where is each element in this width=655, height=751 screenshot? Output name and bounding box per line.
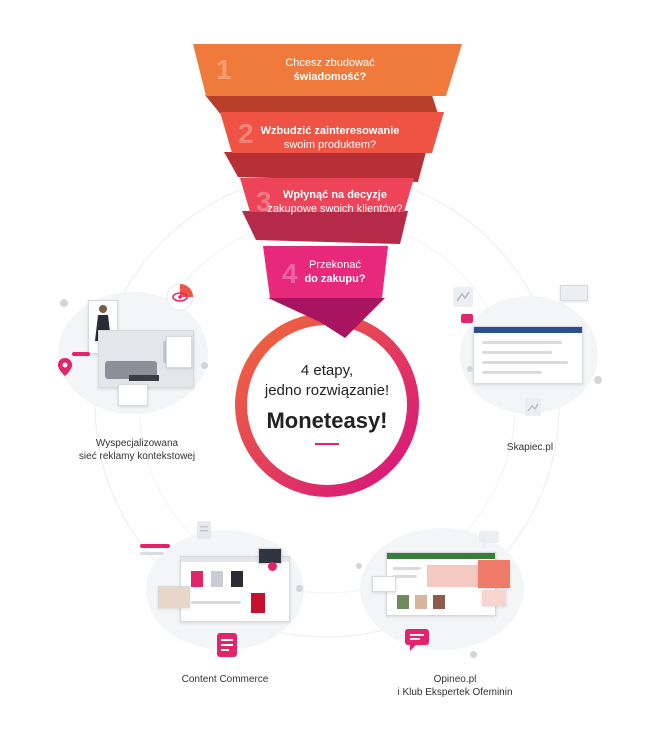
bottom-right-node-thumb-1: [397, 595, 409, 609]
right-node-row-4: [482, 371, 542, 374]
funnel-step-2-line1: Wzbudzić zainteresowanie: [260, 125, 400, 137]
document-icon: [216, 632, 238, 658]
funnel-step-3-band: [240, 178, 414, 212]
right-node-doc-icon: [523, 397, 543, 417]
funnel-step-1-band: [193, 44, 462, 96]
bottom-right-node-thumb-2: [415, 595, 427, 609]
bottom-left-node-dot-2: [268, 562, 277, 571]
funnel-step-4-line2: do zakupu?: [304, 273, 366, 285]
fold-3: [242, 211, 408, 244]
left-node-label-line2: sieć reklamy kontekstowej: [78, 451, 196, 462]
price-compare-icon: [452, 286, 474, 308]
bottom-left-node-product-4: [251, 593, 265, 613]
right-node-badge: [461, 314, 473, 323]
bottom-left-node-product-2: [211, 571, 223, 587]
bottom-right-node-hero: [427, 565, 483, 587]
left-node-mini-card: [118, 384, 148, 406]
funnel-step-1-line2: świadomość?: [293, 71, 367, 83]
bottom-left-node-row: [191, 601, 241, 604]
eye-icon: [166, 283, 194, 311]
bottom-right-node-promo-card: [478, 560, 510, 588]
right-node-website-screenshot: [473, 326, 583, 384]
left-node-label: Wyspecjalizowana sieć reklamy kontekstow…: [62, 437, 212, 463]
fold-2: [224, 152, 426, 182]
chat-icon: [404, 628, 430, 652]
right-node-site-header: [474, 327, 582, 333]
bottom-left-node-shoes: [158, 586, 190, 608]
bottom-left-node-dot: [296, 585, 303, 592]
bottom-left-node-pink-bar: [140, 544, 170, 548]
left-node-dot: [60, 299, 68, 307]
bottom-right-node-thumb-3: [433, 595, 445, 609]
right-node-dot-2: [467, 366, 473, 372]
bottom-right-node-label-line1: Opineo.pl: [433, 674, 477, 685]
funnel-step-2-line2: swoim produktem?: [283, 139, 377, 151]
funnel-step-3-text: Wpłynąć na decyzje zakupowe swoich klien…: [260, 188, 410, 216]
funnel-step-1-text: Chcesz zbudować świadomość?: [250, 56, 410, 84]
bottom-right-node-label-line2: i Klub Ekspertek Ofeminin: [397, 687, 513, 698]
funnel-step-4-band: [263, 246, 388, 298]
right-node-dot: [594, 376, 602, 384]
left-node-label-line1: Wyspecjalizowana: [95, 438, 179, 449]
left-node-dot-2: [201, 362, 208, 369]
bottom-left-node-grey-bar: [140, 552, 164, 555]
bottom-right-node-grey-bubble: [478, 530, 500, 548]
funnel-step-1-number: 1: [216, 54, 232, 85]
bottom-right-node-side-card: [482, 590, 506, 606]
bottom-right-node-left-card: [372, 576, 396, 592]
bottom-right-node-row-2: [393, 575, 417, 578]
funnel-step-3-line2: zakupowe swoich klientów?: [267, 203, 403, 215]
funnel-step-1-line1: Chcesz zbudować: [285, 57, 375, 69]
funnel-step-2-band: [220, 112, 444, 153]
bottom-right-node-website-screenshot: [386, 552, 496, 616]
left-node-ad-card: [166, 336, 192, 368]
right-node-row-3: [482, 361, 568, 364]
center-subtitle-line2: jedno rozwiązanie!: [264, 382, 390, 399]
fold-4: [268, 298, 385, 338]
bottom-right-node-site-header: [387, 553, 495, 559]
right-node-label: Skapiec.pl: [506, 442, 554, 453]
center-divider: [315, 443, 339, 445]
right-node-row-1: [482, 341, 562, 344]
bottom-left-node-product-1: [191, 571, 203, 587]
bottom-right-node-row-1: [393, 567, 421, 570]
funnel-step-4-number: 4: [282, 258, 298, 289]
bottom-left-node-label: Content Commerce: [181, 674, 269, 685]
bottom-left-node-site-header: [181, 557, 289, 562]
funnel-step-4-text: Przekonać do zakupu?: [290, 258, 380, 286]
bottom-left-node-product-3: [231, 571, 243, 587]
right-node-price-tag: [560, 285, 588, 301]
bottom-right-node-label: Opineo.pl i Klub Ekspertek Ofeminin: [380, 673, 530, 699]
funnel-step-3-number: 3: [256, 186, 272, 217]
funnel-step-2-number: 2: [238, 118, 254, 149]
bottom-left-node-doc-grey: [196, 520, 212, 540]
left-node-pink-bar: [72, 352, 90, 356]
bottom-right-node-dot: [470, 651, 477, 658]
location-pin-icon: [58, 358, 72, 376]
bottom-right-node-dot-2: [356, 563, 362, 569]
funnel-step-2-text: Wzbudzić zainteresowanie swoim produktem…: [250, 124, 410, 152]
funnel-step-3-line1: Wpłynąć na decyzje: [283, 189, 387, 201]
funnel-step-4-line1: Przekonać: [309, 259, 361, 271]
center-brand: Moneteasy!: [266, 408, 388, 433]
center-subtitle-line1: 4 etapy,: [300, 362, 354, 379]
right-node-row-2: [482, 351, 552, 354]
